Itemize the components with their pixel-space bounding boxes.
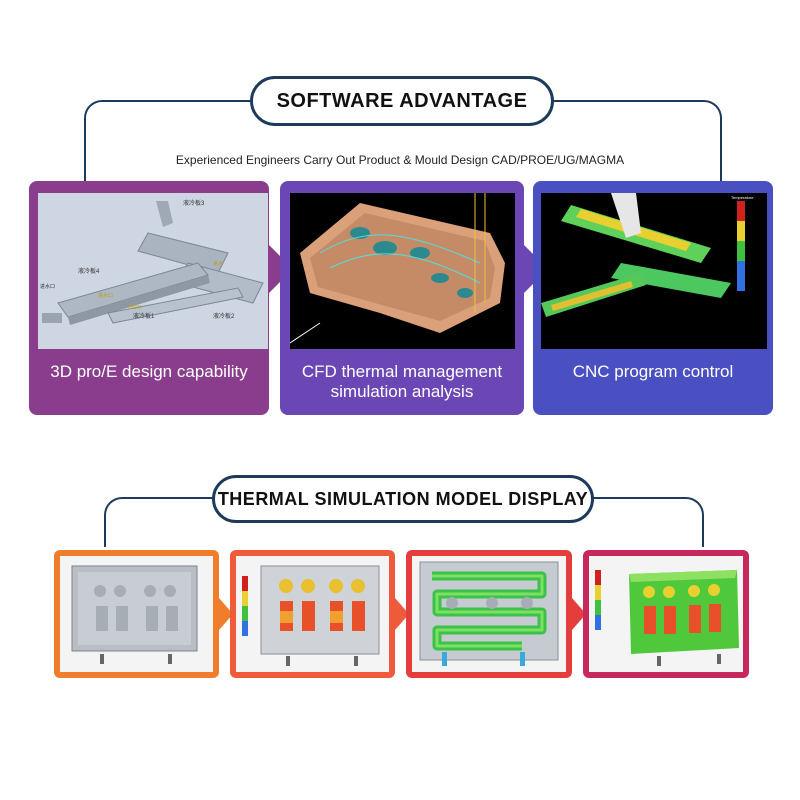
svg-text:进水口: 进水口 [40,283,55,290]
thumb-arrow-1 [219,598,233,630]
card-3d-design-image: 液冷板3 液冷板4 液冷板1 液冷板2 进水口 进水口 250W 进水 [38,193,268,349]
card-cnc-control-caption: CNC program control [533,362,773,382]
card-cnc-control-image: Temperature [541,193,767,349]
card-3d-design: 液冷板3 液冷板4 液冷板1 液冷板2 进水口 进水口 250W 进水 3D p… [29,181,269,415]
card-cfd-analysis-caption-line2: simulation analysis [330,382,474,401]
svg-text:液冷板3: 液冷板3 [183,199,205,207]
thumb-model-4-image [589,556,743,672]
card-cnc-control-caption-line1: CNC program control [572,362,734,381]
svg-text:液冷板2: 液冷板2 [213,312,235,320]
section1-title: SOFTWARE ADVANTAGE [276,89,528,112]
card-cfd-analysis: CFD thermal management simulation analys… [280,181,524,415]
card-cfd-analysis-caption: CFD thermal management simulation analys… [280,362,524,402]
card-cnc-control: Temperature CNC program control [533,181,773,415]
svg-text:Temperature: Temperature [731,195,754,200]
card-cfd-analysis-image [290,193,515,349]
section2-title-pill: THERMAL SIMULATION MODEL DISPLAY [212,475,594,523]
section1-title-pill: SOFTWARE ADVANTAGE [250,76,554,126]
section2-title: THERMAL SIMULATION MODEL DISPLAY [217,488,589,509]
card-3d-design-caption-line1: 3D pro/E design capability [50,362,248,381]
card-3d-design-caption: 3D pro/E design capability [29,362,269,382]
thumb-arrow-2 [395,598,409,630]
thumb-model-4 [583,550,749,678]
svg-text:液冷板1: 液冷板1 [133,312,155,320]
svg-text:进水: 进水 [213,260,223,267]
thumb-model-3 [406,550,572,678]
thumb-arrow-3 [572,598,586,630]
card-cfd-analysis-caption-line1: CFD thermal management [301,362,503,381]
svg-text:液冷板4: 液冷板4 [78,267,100,275]
thumb-model-3-image [412,556,566,672]
thumb-model-1-image [60,556,213,672]
svg-text:250W: 250W [128,305,141,311]
svg-text:进水口: 进水口 [98,292,113,299]
thumb-model-2 [230,550,395,678]
thumb-model-1 [54,550,219,678]
thumb-model-2-image [236,556,389,672]
section1-subtitle: Experienced Engineers Carry Out Product … [175,153,625,167]
